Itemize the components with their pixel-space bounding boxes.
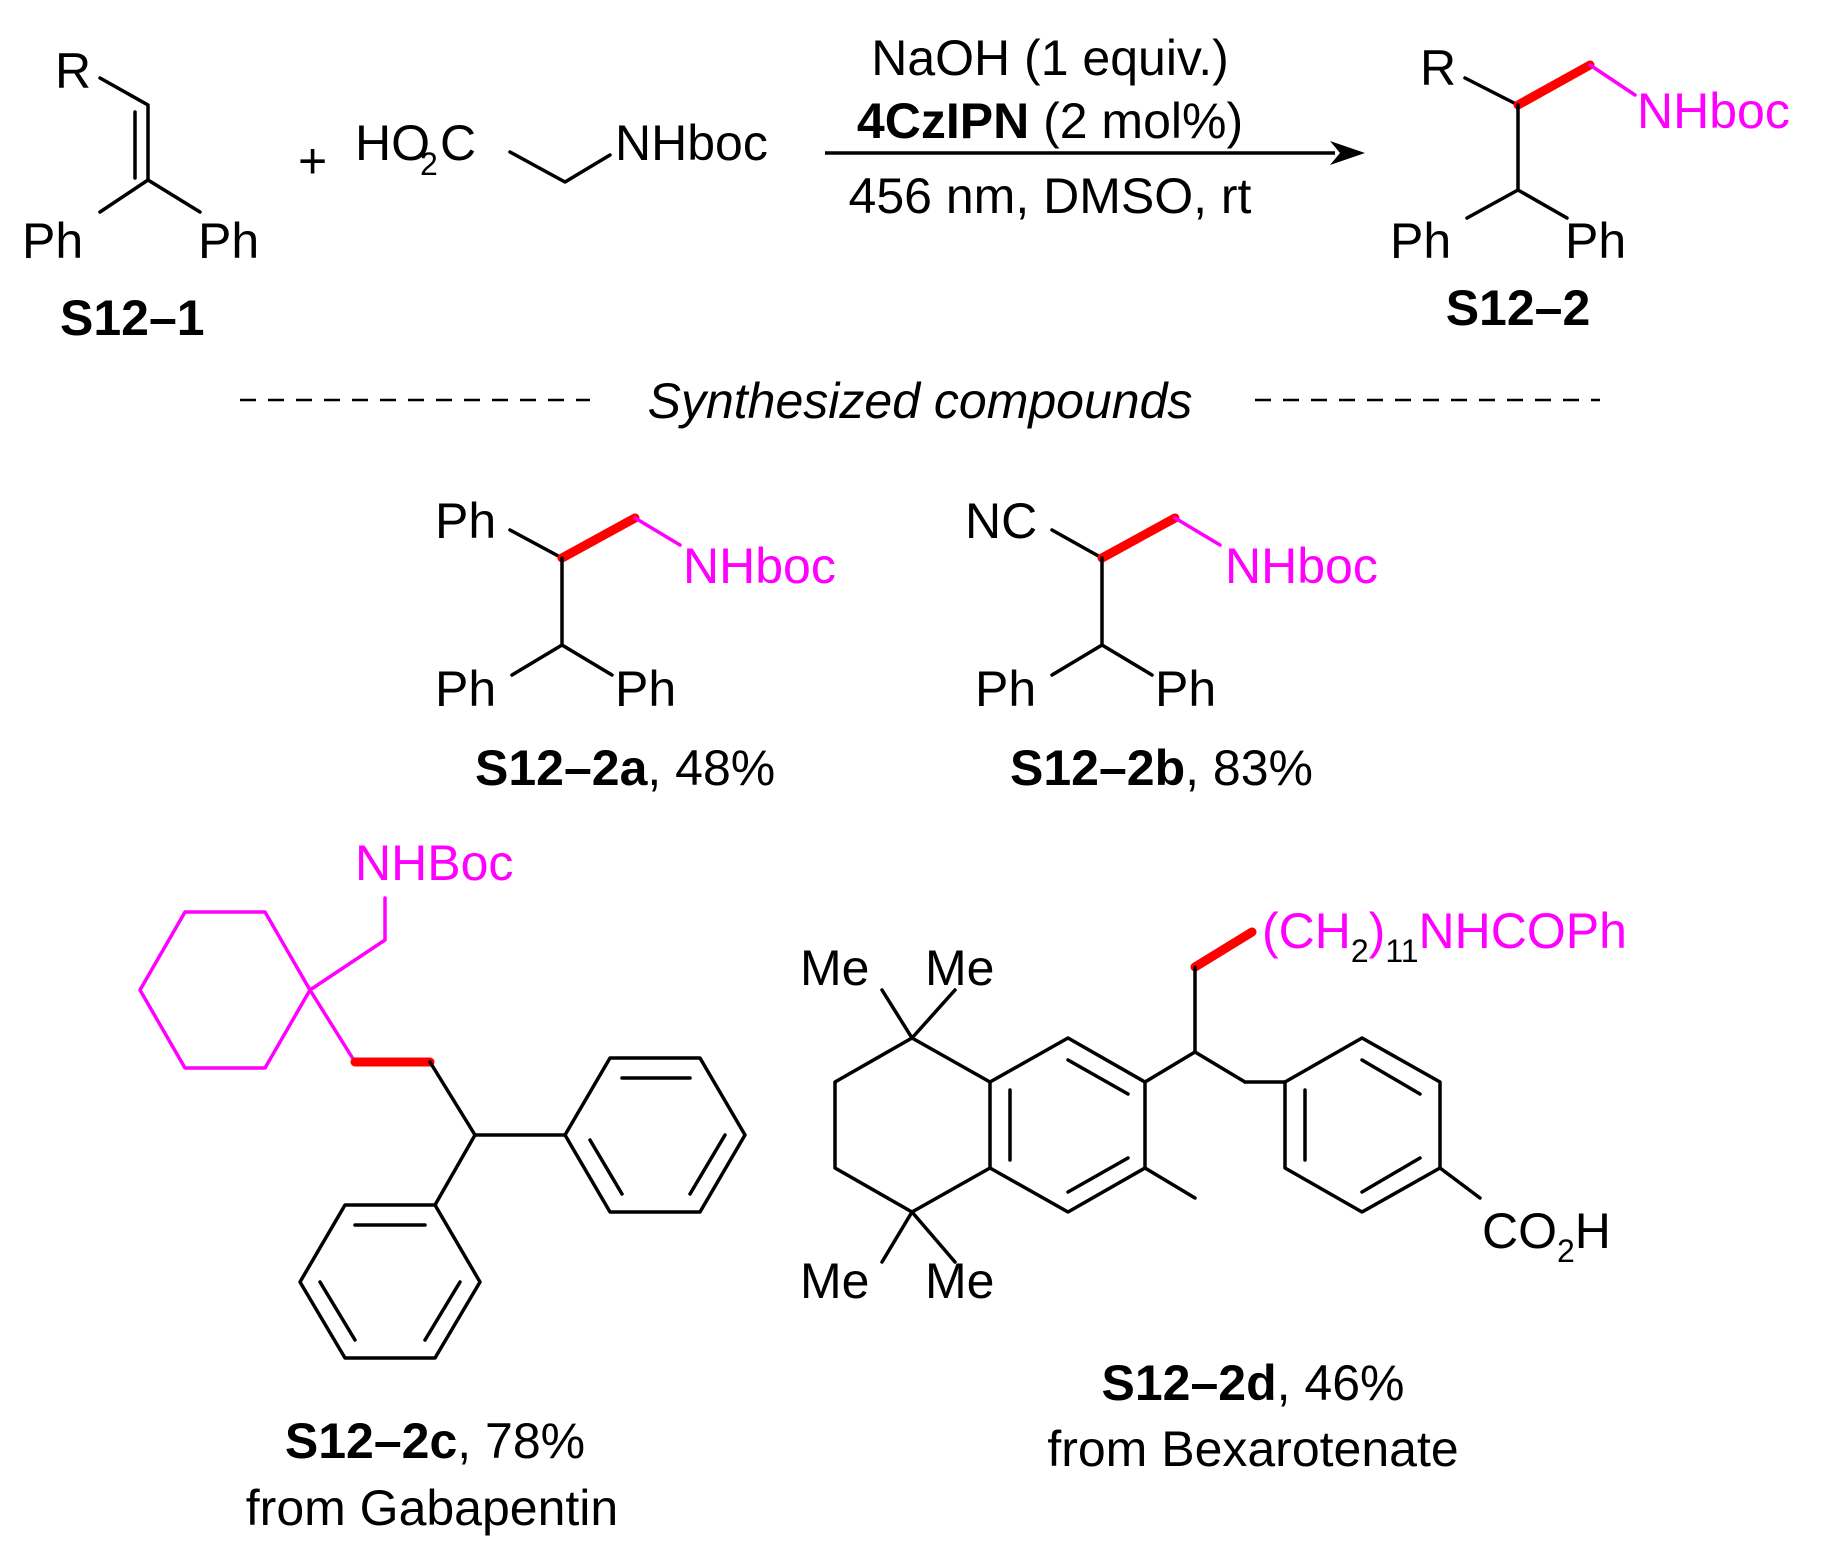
product-amine-label: NHboc (1637, 83, 1790, 139)
ph-left-label: Ph (435, 661, 496, 717)
product-s12-2: R NHboc Ph Ph S12–2 (1390, 40, 1790, 336)
ph-right-label: Ph (1155, 661, 1216, 717)
compound-id-s12-1: S12–1 (60, 290, 205, 346)
compound-source: from Bexarotenate (1047, 1421, 1458, 1477)
arrow-head (1330, 141, 1365, 165)
compound-source: from Gabapentin (246, 1480, 618, 1536)
ph-right-label: Ph (615, 661, 676, 717)
nhboc-label: NHboc (615, 115, 768, 171)
r-group-label: R (55, 43, 91, 99)
phenyl-ring-left (298, 1203, 482, 1360)
compound-id-s12-2: S12–2 (1446, 280, 1591, 336)
conditions-line-1: NaOH (1 equiv.) (871, 30, 1229, 86)
compound-yield: , 48% (647, 740, 775, 796)
acid-subscript: 2 (420, 146, 438, 182)
aromatic-ring-left (988, 1036, 1147, 1214)
reagent-boc-glycine: HO 2 C NHboc (355, 115, 768, 184)
me-label: Me (925, 940, 994, 996)
ph-left-label: Ph (22, 213, 83, 269)
section-divider: Synthesized compounds (240, 373, 1600, 429)
compound-yield: , 83% (1185, 740, 1313, 796)
compound-s12-2a: Ph NHboc Ph Ph S12–2a, 48% (435, 493, 836, 796)
amine-label: NHboc (1225, 538, 1378, 594)
reactant-s12-1: R Ph Ph S12–1 (22, 43, 259, 346)
compound-s12-2d: (CH2)11NHCOPh Me Me Me Me CO2H S12–2d, 4… (800, 903, 1627, 1477)
conditions-line-3: 456 nm, DMSO, rt (849, 168, 1252, 224)
compound-caption: S12–2d, 46% (1102, 1355, 1405, 1411)
compound-id: S12–2d (1102, 1355, 1277, 1411)
conditions-line-2: 4CzIPN (2 mol%) (857, 93, 1243, 149)
catalyst-loading: (2 mol%) (1029, 93, 1243, 149)
amine-label: NHboc (683, 538, 836, 594)
r-group-label: R (1420, 40, 1456, 96)
compound-yield: , 78% (457, 1413, 585, 1469)
section-title: Synthesized compounds (648, 373, 1193, 429)
compound-caption: S12–2b, 83% (1010, 740, 1313, 796)
substituent-nc: NC (965, 493, 1037, 549)
compound-caption: S12–2c, 78% (285, 1413, 585, 1469)
compound-s12-2c: NHBoc S12–2c, 78% from Gabapentin (138, 835, 747, 1536)
compound-s12-2b: NC NHboc Ph Ph S12–2b, 83% (965, 493, 1378, 796)
acid-label: CO2H (1482, 1203, 1611, 1269)
acid-ho: HO (355, 115, 430, 171)
chain-label: (CH2)11NHCOPh (1262, 903, 1627, 969)
ph-left-label: Ph (1390, 213, 1451, 269)
phenyl-ring-right (563, 1056, 747, 1214)
ph-right-label: Ph (1565, 213, 1626, 269)
compound-id: S12–2a (475, 740, 649, 796)
ph-right-label: Ph (198, 213, 259, 269)
me-label: Me (800, 1253, 869, 1309)
catalyst-name: 4CzIPN (857, 93, 1029, 149)
amine-label: NHBoc (355, 835, 513, 891)
cyclohexane-ring (138, 910, 312, 1070)
me-label: Me (925, 1253, 994, 1309)
acid-c: C (440, 115, 476, 171)
aromatic-ring-right (1283, 1036, 1442, 1214)
compound-yield: , 46% (1277, 1355, 1405, 1411)
ph-left-label: Ph (975, 661, 1036, 717)
compound-id: S12–2b (1010, 740, 1185, 796)
plus-sign: + (298, 133, 327, 189)
me-label: Me (800, 940, 869, 996)
compound-id: S12–2c (285, 1413, 457, 1469)
compound-caption: S12–2a, 48% (475, 740, 775, 796)
reaction-conditions: NaOH (1 equiv.) 4CzIPN (2 mol%) 456 nm, … (825, 30, 1365, 224)
substituent-ph: Ph (435, 493, 496, 549)
